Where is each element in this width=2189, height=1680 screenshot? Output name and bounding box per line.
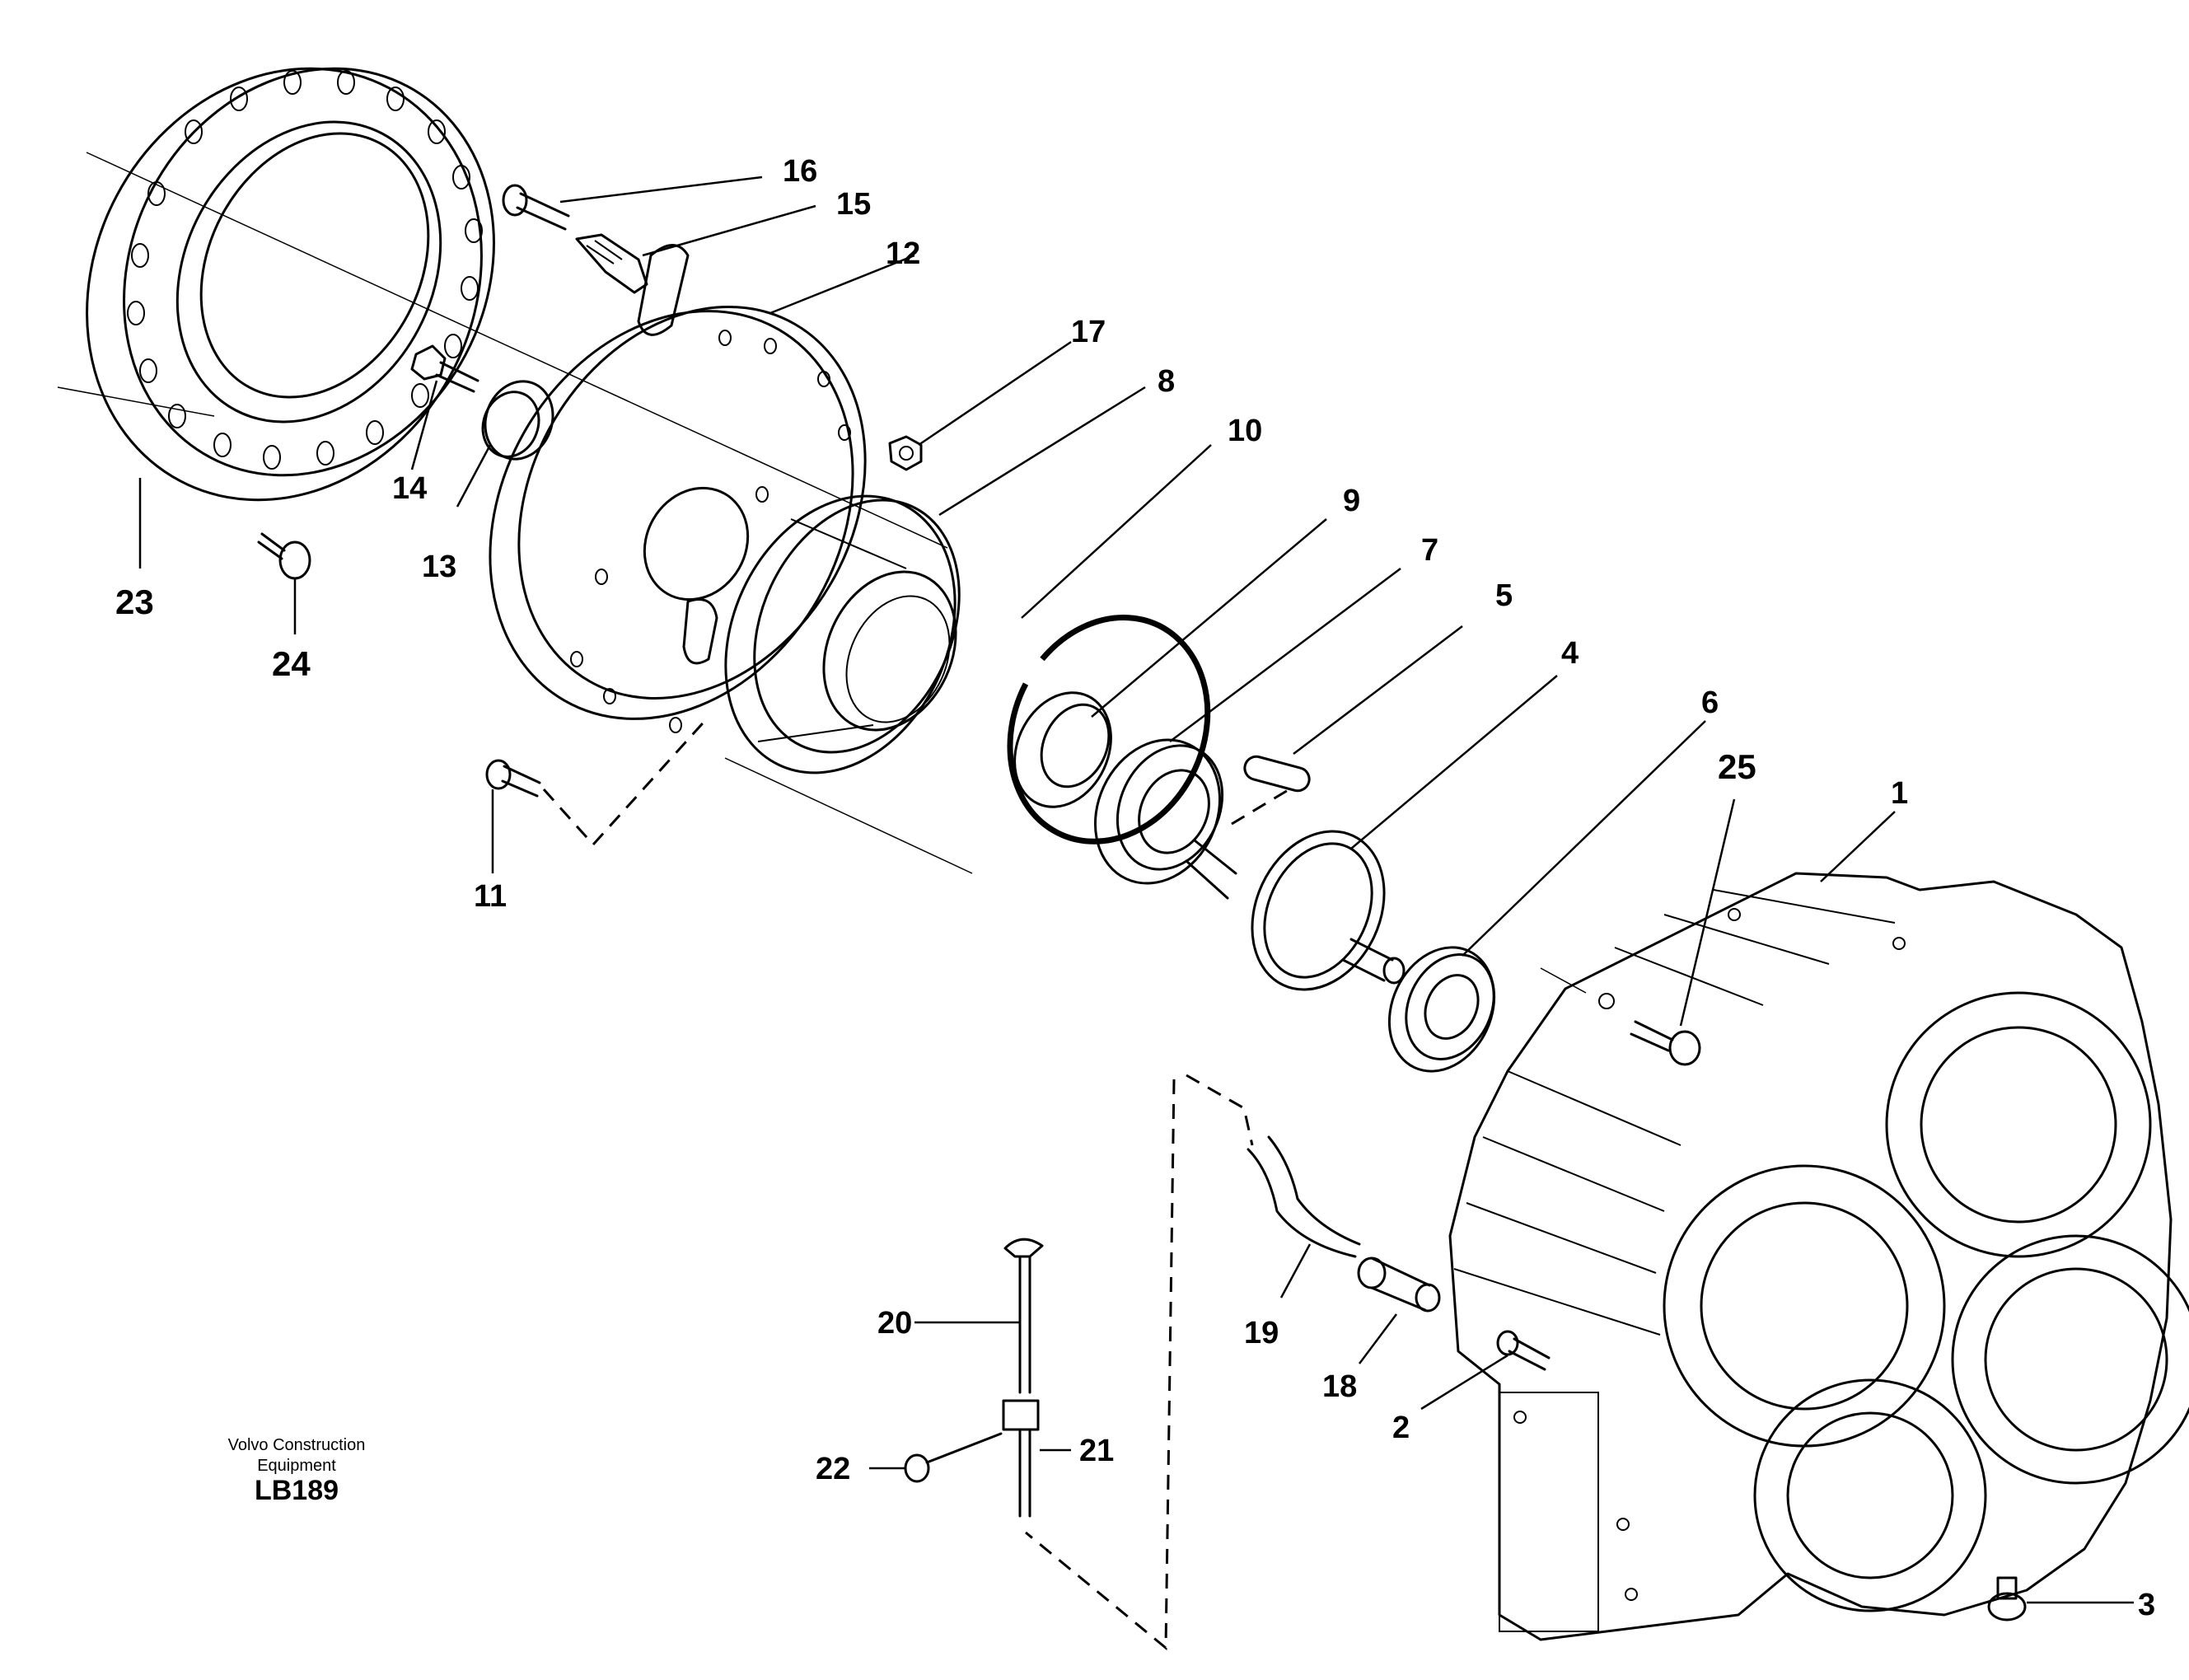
part-6-bearing xyxy=(1387,946,1496,1073)
callout-10: 10 xyxy=(1228,414,1262,448)
callout-23: 23 xyxy=(115,583,154,621)
callout-17: 17 xyxy=(1071,315,1106,349)
part-21-clamp xyxy=(1002,1399,1040,1518)
part-8-bearing-housing xyxy=(724,494,961,774)
part-17-nut xyxy=(888,435,923,471)
ring-bolt-holes xyxy=(127,70,483,470)
part-11-bolt xyxy=(485,759,541,798)
part-15-breather xyxy=(575,233,648,294)
part-19-hose xyxy=(1247,1135,1361,1258)
part-1-gearbox-housing xyxy=(1448,872,2189,1641)
part-2-screw xyxy=(1496,1330,1551,1371)
callout-3: 3 xyxy=(2138,1588,2155,1622)
callout-9: 9 xyxy=(1343,484,1360,518)
part-12-flange-housing xyxy=(489,244,867,733)
part-20-dipstick xyxy=(1003,1238,1044,1394)
callout-24: 24 xyxy=(272,644,311,683)
callout-8: 8 xyxy=(1158,364,1175,399)
callout-18: 18 xyxy=(1322,1369,1357,1404)
callout-4: 4 xyxy=(1561,636,1579,671)
part-10-snap-ring xyxy=(1007,615,1211,845)
leader-lines xyxy=(138,175,2134,1604)
credit-code: LB189 xyxy=(255,1475,339,1506)
part-3-drain-plug xyxy=(1987,1576,2027,1622)
part-23-slewing-ring xyxy=(86,67,495,502)
callout-12: 12 xyxy=(886,236,920,271)
part-18-bushing xyxy=(1357,1256,1441,1313)
callout-1: 1 xyxy=(1891,776,1908,811)
part-5-key xyxy=(1243,755,1311,793)
callout-6: 6 xyxy=(1701,686,1719,720)
part-14-bolt xyxy=(410,344,479,393)
part-24-screw xyxy=(257,532,311,580)
callout-21: 21 xyxy=(1079,1434,1114,1468)
callout-15: 15 xyxy=(836,187,871,222)
callout-13: 13 xyxy=(422,550,456,584)
credit-line-1: Volvo Construction xyxy=(228,1436,366,1454)
part-9-seal xyxy=(1013,691,1112,808)
callout-5: 5 xyxy=(1495,578,1513,613)
part-22-screw xyxy=(904,1432,1003,1483)
dashed-assembly-lines xyxy=(542,715,1294,1651)
callout-19: 19 xyxy=(1244,1316,1279,1350)
callout-16: 16 xyxy=(783,154,817,189)
centre-axis-lines xyxy=(57,152,1587,994)
credit-block: Volvo Construction Equipment LB189 xyxy=(228,1436,366,1506)
part-25-plug xyxy=(1598,993,1701,1066)
part-7-bearing xyxy=(1093,738,1224,885)
callout-14: 14 xyxy=(392,471,427,506)
callout-2: 2 xyxy=(1392,1411,1410,1445)
part-4-pinion-gear xyxy=(1185,830,1406,991)
callout-labels: 1 2 3 4 5 6 7 8 9 10 11 12 13 14 15 16 1… xyxy=(115,154,2155,1622)
callout-7: 7 xyxy=(1421,533,1438,568)
part-13-spacer xyxy=(481,380,554,461)
callout-25: 25 xyxy=(1718,747,1756,786)
credit-line-2: Equipment xyxy=(257,1457,336,1475)
callout-22: 22 xyxy=(816,1452,850,1486)
part-16-screw xyxy=(502,184,570,231)
callout-20: 20 xyxy=(877,1306,912,1341)
callout-11: 11 xyxy=(474,879,507,914)
